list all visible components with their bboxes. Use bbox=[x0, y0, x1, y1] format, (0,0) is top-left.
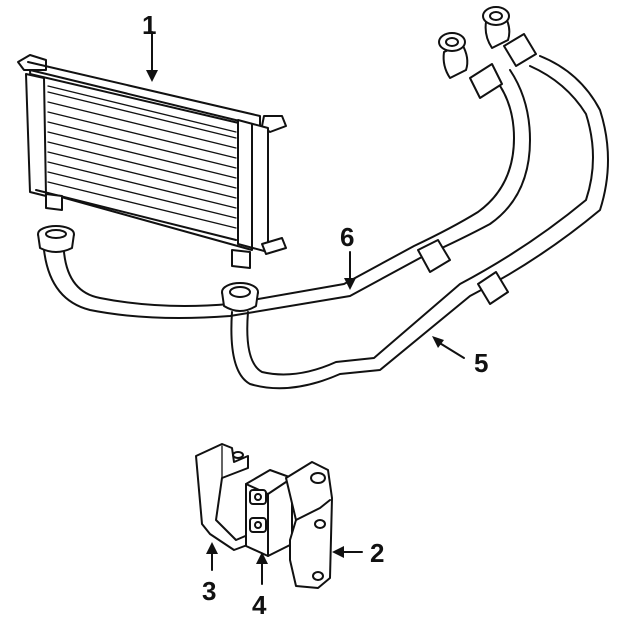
callout-2: 2 bbox=[370, 538, 384, 568]
leader-lines bbox=[146, 31, 465, 585]
pressure-hose-icon bbox=[37, 32, 531, 319]
rubber-insulator-icon bbox=[245, 469, 293, 557]
callout-5: 5 bbox=[474, 348, 488, 378]
return-hose-icon bbox=[221, 6, 609, 390]
callout-1: 1 bbox=[142, 10, 156, 40]
oil-cooler-icon bbox=[17, 54, 287, 269]
clamp-bracket-icon bbox=[195, 443, 251, 551]
mounting-bracket-icon bbox=[285, 461, 333, 589]
callout-6: 6 bbox=[340, 222, 354, 252]
callout-3: 3 bbox=[202, 576, 216, 606]
callout-4: 4 bbox=[252, 590, 267, 620]
